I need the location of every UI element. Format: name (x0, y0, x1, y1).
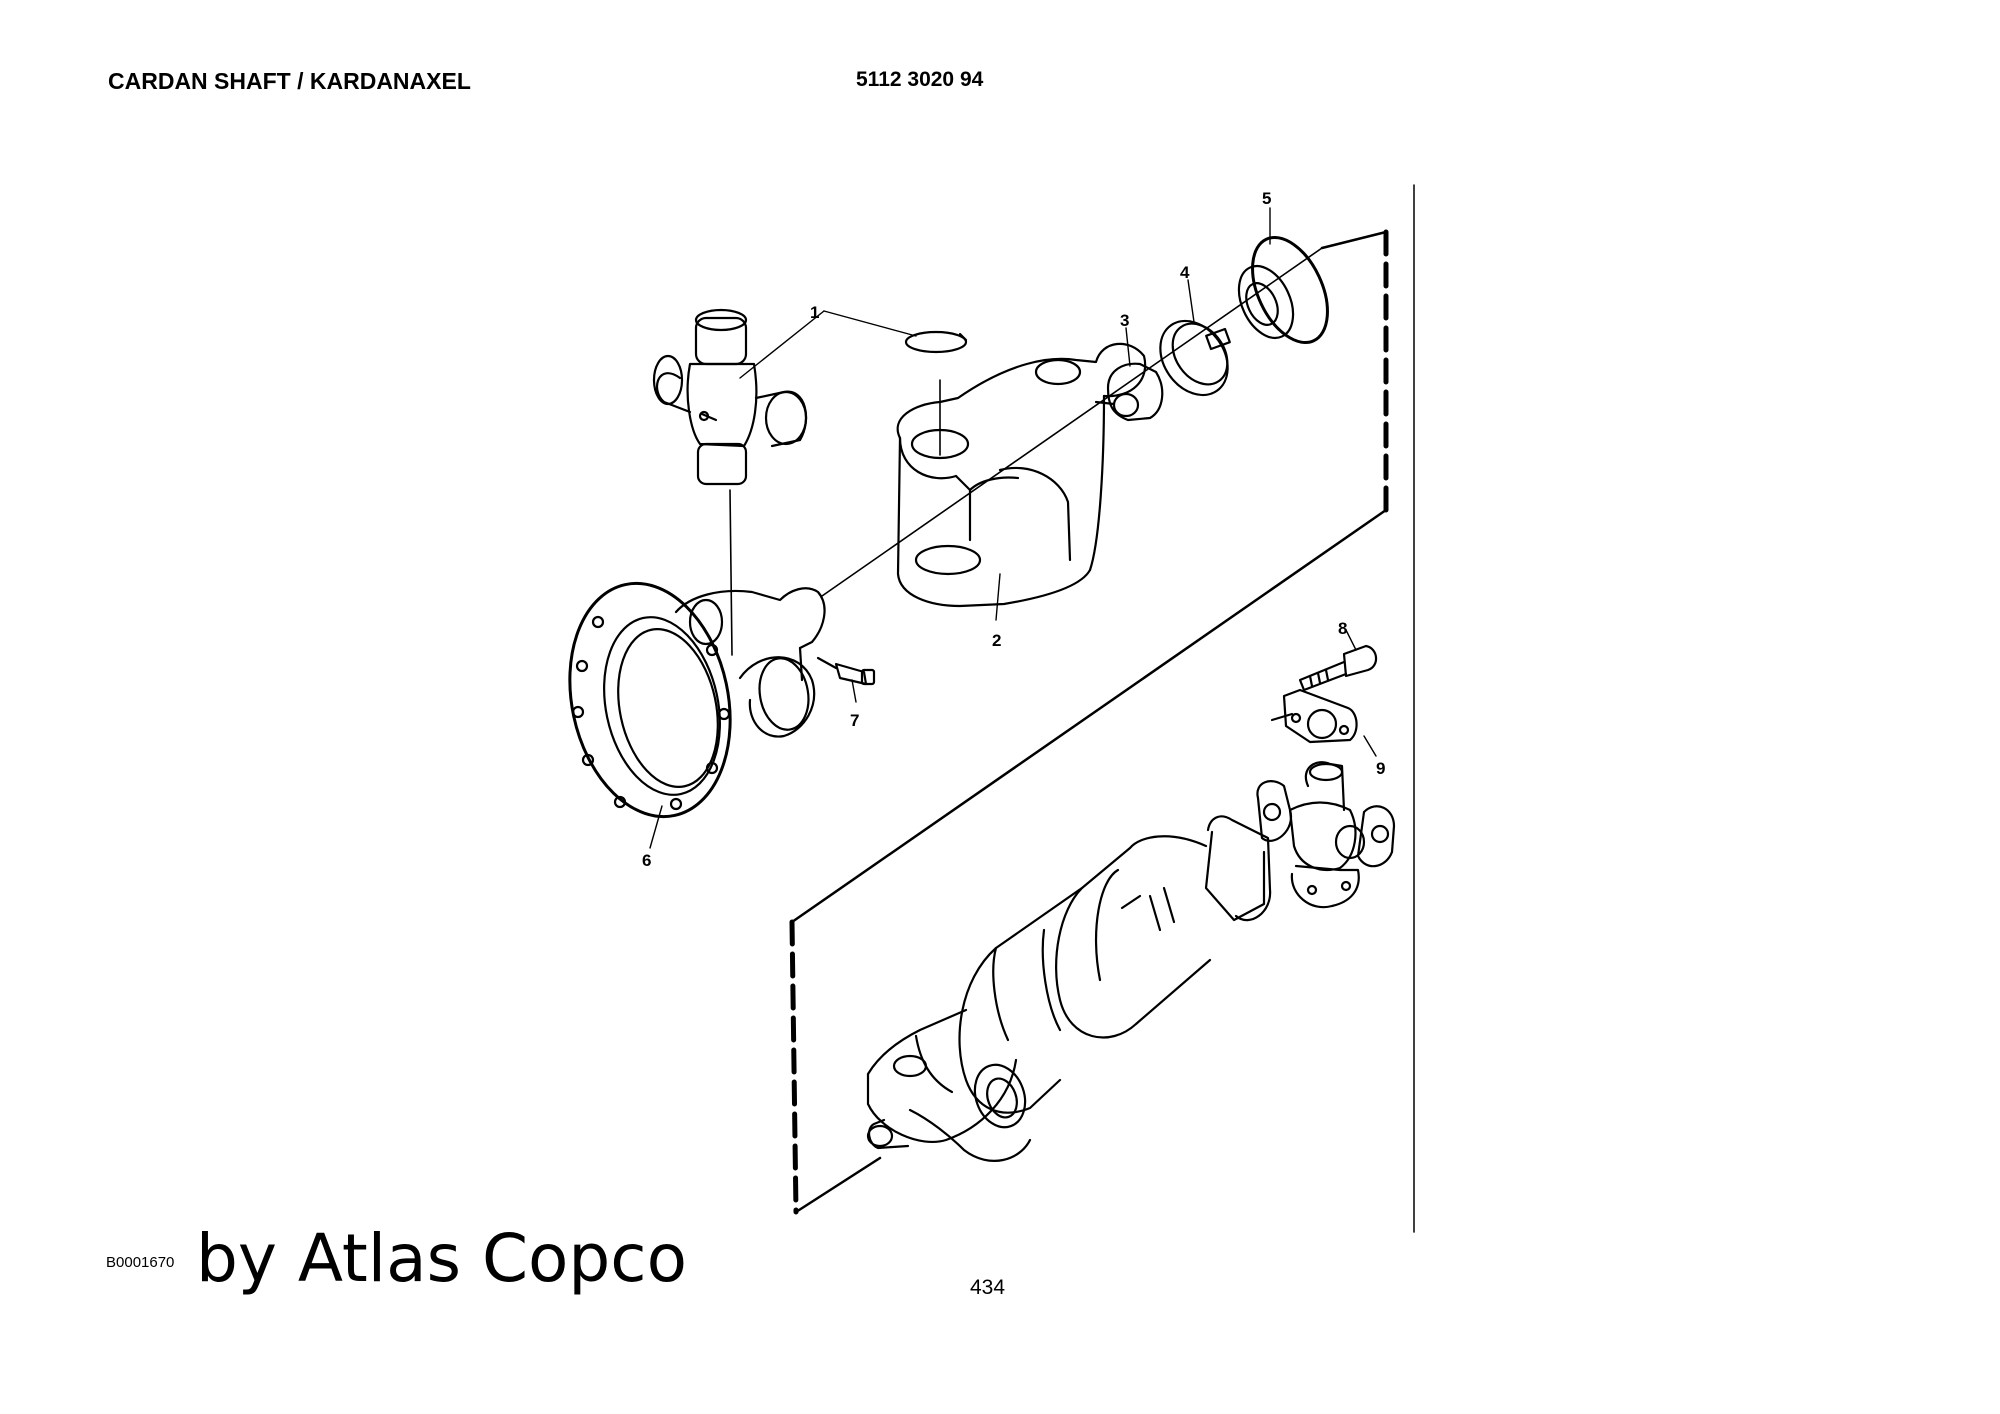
clamp-ring (1159, 319, 1231, 397)
assembly-bracket (789, 229, 1389, 1215)
brand-watermark: by Atlas Copco (196, 1220, 687, 1297)
callout-9: 9 (1376, 759, 1385, 778)
callout-7: 7 (850, 711, 859, 730)
leader-lines (649, 207, 1377, 849)
bolt-part (1298, 644, 1378, 692)
grease-nipple (816, 656, 876, 686)
callout-2: 2 (992, 631, 1001, 650)
callout-4: 4 (1180, 263, 1190, 282)
callout-1: 1 (810, 303, 819, 322)
yoke-part (896, 342, 1147, 608)
callout-6: 6 (642, 851, 651, 870)
page-number: 434 (970, 1276, 1006, 1299)
part-number: 5112 3020 94 (856, 68, 984, 91)
vertical-axis-line (729, 489, 733, 656)
bearing-cap-part (1270, 688, 1358, 744)
axis-line (821, 247, 1323, 597)
callout-8: 8 (1338, 619, 1347, 638)
callout-5: 5 (1262, 189, 1271, 208)
lower-universal-joint (1256, 761, 1396, 909)
seal-part (1237, 235, 1329, 345)
retaining-ring (904, 330, 968, 354)
drawing-reference-code: B0001670 (106, 1254, 175, 1271)
bushing-part (1094, 362, 1164, 422)
cardan-shaft (866, 815, 1272, 1162)
callout-3: 3 (1120, 311, 1129, 330)
universal-joint-cross (652, 308, 808, 486)
page-title: CARDAN SHAFT / KARDANAXEL (108, 68, 471, 94)
flange-yoke-part (568, 581, 826, 819)
